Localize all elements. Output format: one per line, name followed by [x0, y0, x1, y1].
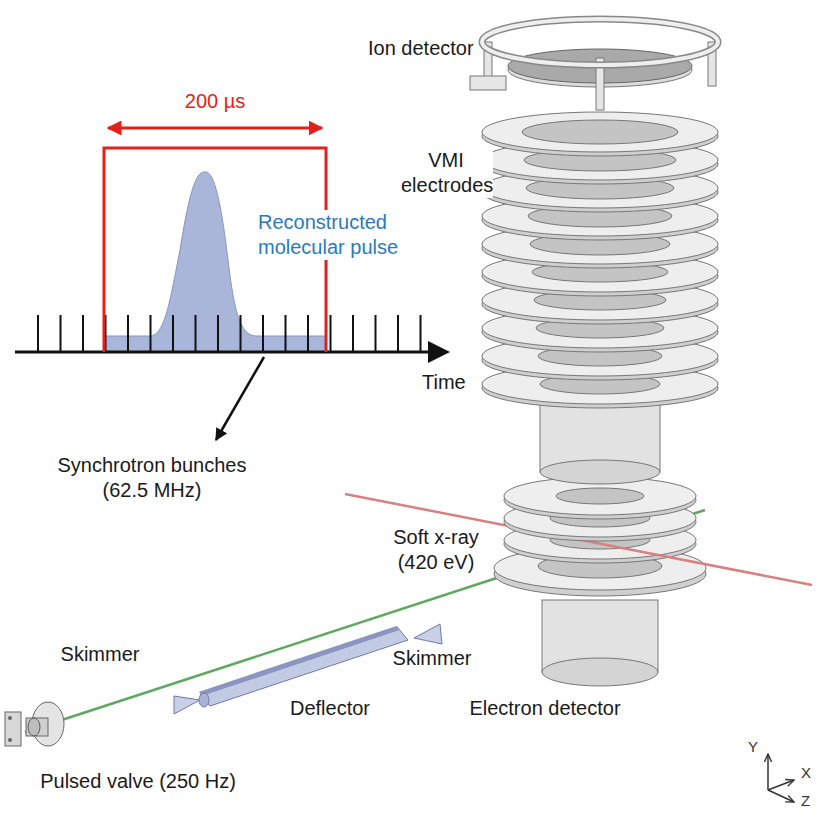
part-label: X [799, 764, 813, 783]
axis-triad [768, 780, 794, 790]
molecular-pulse [104, 172, 326, 352]
part-label: Synchrotron bunches (62.5 MHz) [45, 453, 259, 503]
vmi-electrode-stack [482, 112, 718, 152]
part-label: Reconstructed molecular pulse [256, 210, 410, 260]
pulsed-valve [26, 718, 48, 736]
flight-tube [540, 460, 660, 484]
part-label: 200 µs [183, 89, 247, 114]
skimmer-cone [174, 696, 200, 714]
ion-detector [482, 19, 718, 65]
vmi-electrode-stack [482, 112, 718, 408]
molecular-pulse [104, 172, 326, 352]
ion-detector [482, 19, 718, 65]
deflector [200, 628, 408, 706]
part-label: Pulsed valve (250 Hz) [38, 769, 238, 794]
skimmer-cone [414, 624, 442, 644]
part-label: Deflector [288, 696, 372, 721]
ion-detector [470, 19, 718, 110]
part-label: Y [746, 738, 760, 757]
pointer-arrow [216, 357, 264, 440]
part-label: Ion detector [366, 36, 476, 61]
vmi-electrode [556, 488, 644, 504]
electron-detector [494, 546, 706, 686]
part-label: VMI electrodes [399, 148, 493, 198]
pulsed-valve [28, 718, 40, 736]
skimmer-cone [414, 624, 442, 644]
part-label: Soft x-ray (420 eV) [379, 525, 493, 575]
pulsed-valve [8, 716, 12, 720]
part-label: Skimmer [391, 646, 474, 671]
flight-tube [540, 396, 660, 484]
part-label: Z [799, 792, 812, 811]
pulsed-valve [5, 712, 21, 746]
electron-detector [542, 658, 658, 686]
axis-triad [768, 754, 794, 802]
pulsed-valve [5, 702, 64, 746]
deflector [200, 628, 398, 694]
time-axis [15, 351, 432, 354]
ion-detector [470, 76, 506, 90]
deflector [199, 693, 209, 707]
pointer-arrow [216, 357, 264, 440]
skimmer-cone [174, 696, 200, 714]
time-axis [15, 341, 450, 363]
axis-triad [768, 790, 794, 802]
bunch-ticks [38, 315, 421, 352]
vmi-electrode-stack [522, 120, 678, 144]
part-label: Time [420, 370, 468, 395]
time-axis [428, 341, 450, 363]
bunch-ticks [38, 315, 421, 352]
part-label: Electron detector [467, 696, 622, 721]
window-bracket [108, 127, 322, 130]
pulsed-valve [8, 738, 12, 742]
part-label: Skimmer [59, 642, 142, 667]
axis-triad [767, 754, 769, 790]
